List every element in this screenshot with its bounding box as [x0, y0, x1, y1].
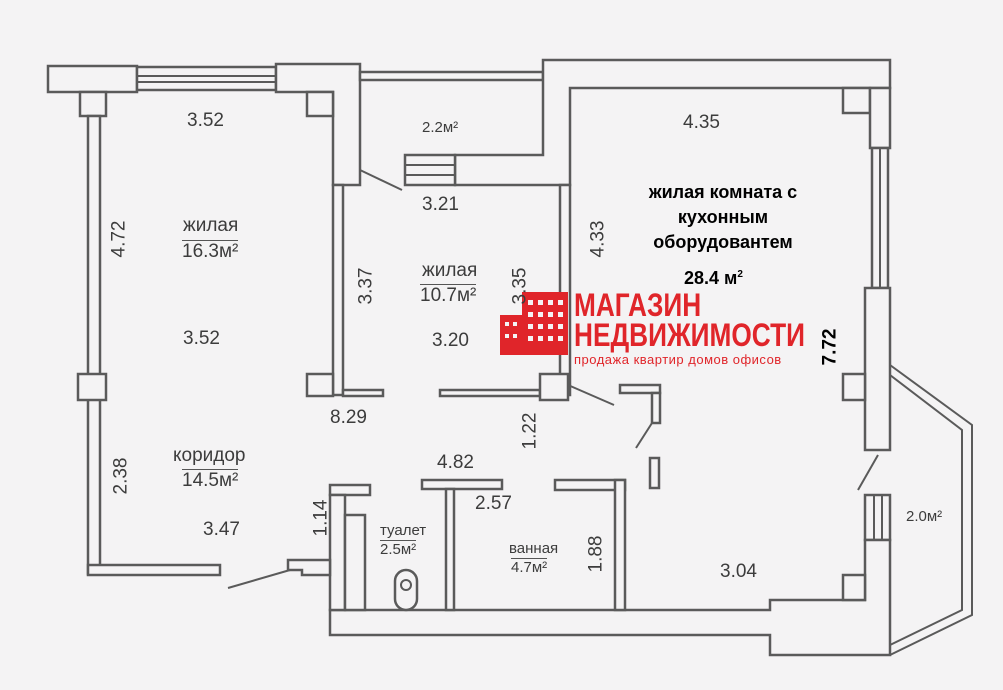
- room-area: 10.7м²: [420, 284, 477, 306]
- dimension-label: 4.35: [683, 112, 720, 133]
- wall: [650, 391, 662, 425]
- dimension-label: 3.52: [183, 328, 220, 349]
- room-area: 2.0м²: [906, 508, 943, 525]
- room-area: 2.5м²: [380, 540, 417, 558]
- column: [841, 372, 867, 402]
- wall: [286, 558, 332, 577]
- balcony-rail: [889, 364, 973, 656]
- column: [76, 372, 108, 402]
- dimension-label: 1.22: [519, 412, 541, 450]
- column: [538, 372, 570, 402]
- wall: [613, 478, 627, 612]
- wall: [328, 538, 892, 657]
- room-area: 14.5м²: [182, 469, 239, 491]
- wall: [868, 86, 892, 150]
- column: [78, 90, 108, 118]
- logo-title: МАГАЗИН: [574, 287, 702, 323]
- room-area: 2.2м²: [422, 119, 459, 136]
- room-area: 4.7м²: [511, 558, 548, 576]
- balcony-rail: [358, 70, 545, 82]
- dimension-label: 8.29: [330, 407, 367, 428]
- room-name: коридор: [173, 445, 246, 466]
- room-area: 28.4 м2: [684, 264, 743, 289]
- dimension-label: 3.52: [187, 110, 224, 131]
- column: [305, 372, 335, 398]
- room-name: жилая: [183, 215, 239, 236]
- wall: [46, 64, 139, 94]
- wall: [648, 456, 661, 490]
- steps: [403, 153, 457, 187]
- wall: [444, 487, 456, 612]
- room-name: жилая: [422, 260, 478, 281]
- room-area: 16.3м²: [182, 240, 239, 262]
- column: [841, 86, 872, 115]
- dimension-label: 7.72: [819, 328, 841, 366]
- dimension-label: 4.82: [437, 452, 474, 473]
- room-name-line: жилая комната с: [648, 182, 798, 202]
- wall: [274, 62, 362, 187]
- room-name-line: кухонным: [677, 207, 769, 227]
- logo-title: НЕДВИЖИМОСТИ: [574, 317, 805, 353]
- room-name-line: оборудовантем: [653, 232, 793, 252]
- dimension-label: 1.14: [310, 499, 332, 537]
- wall: [343, 513, 367, 612]
- dimension-label: 3.37: [355, 267, 377, 305]
- dimension-label: 3.04: [720, 561, 757, 582]
- logo-tagline: продажа квартир домов офисов: [574, 352, 782, 367]
- column: [841, 573, 867, 602]
- wall: [331, 183, 345, 397]
- wall: [863, 286, 892, 452]
- dimension-label: 1.88: [585, 535, 607, 573]
- dimension-label: 3.21: [422, 194, 459, 215]
- dimension-label: 2.57: [475, 493, 512, 514]
- wall: [86, 114, 102, 576]
- room-name: жилая комната с кухонным оборудовантем: [628, 180, 818, 255]
- dimension-label: 2.38: [110, 457, 132, 495]
- room-name: туалет: [380, 522, 427, 539]
- wall: [86, 563, 222, 577]
- column: [305, 90, 335, 118]
- window: [863, 493, 892, 542]
- room-name: ванная: [509, 540, 559, 557]
- wall: [438, 388, 542, 398]
- wall: [618, 383, 662, 395]
- room-area-value: 28.4 м: [684, 268, 738, 288]
- wall: [341, 388, 385, 398]
- wall: [328, 483, 372, 497]
- wall: [558, 183, 572, 397]
- room-area-unit: 2: [737, 269, 743, 280]
- wall: [420, 478, 504, 491]
- dimension-label: 3.47: [203, 519, 240, 540]
- dimension-label: 4.33: [587, 220, 609, 258]
- dimension-label: 3.35: [509, 267, 531, 305]
- dimension-label: 3.20: [432, 330, 469, 351]
- window: [135, 65, 278, 92]
- dimension-label: 4.72: [108, 220, 130, 258]
